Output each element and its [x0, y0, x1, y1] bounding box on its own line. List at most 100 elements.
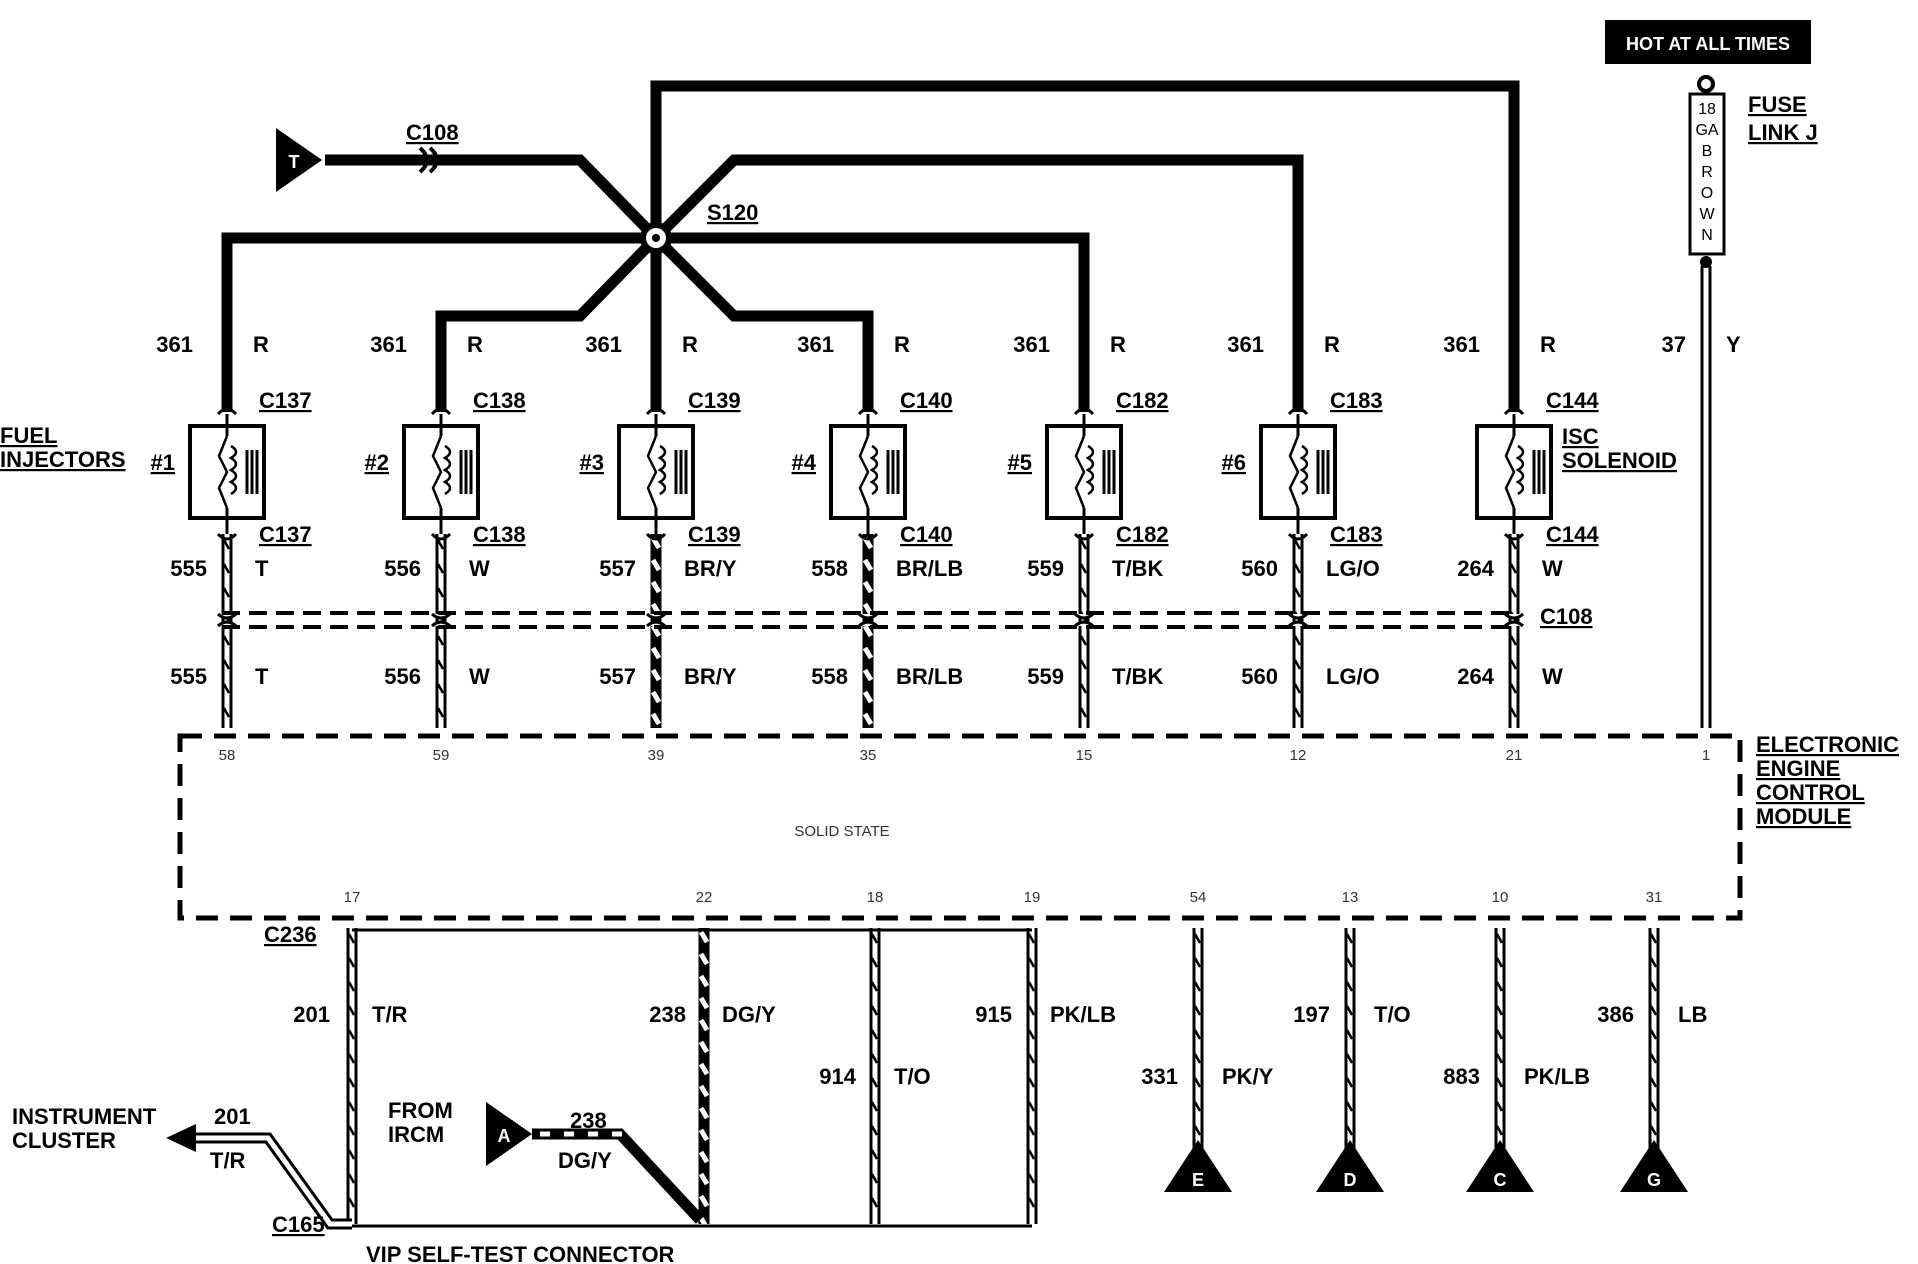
wire-914-tracer	[870, 957, 879, 968]
color-top-2: R	[682, 332, 698, 357]
fuse-label-2: LINK J	[1748, 120, 1818, 145]
color-914: T/O	[894, 1064, 931, 1089]
wire-238-tracer	[698, 952, 710, 966]
circuit-b-1: 556	[384, 664, 421, 689]
coil-body-2	[646, 435, 658, 509]
wire-201-tracer	[347, 981, 356, 992]
color-a-4: T/BK	[1112, 556, 1163, 581]
circuit-b-4: 559	[1027, 664, 1064, 689]
color-915: PK/LB	[1050, 1002, 1116, 1027]
color-197: T/O	[1374, 1002, 1411, 1027]
wire-386-tracer	[1649, 1053, 1658, 1064]
wire-915-tracer	[1027, 933, 1036, 944]
wire-557-tracer	[650, 580, 662, 594]
wire-197-tracer	[1345, 1005, 1354, 1016]
coil-winding-4	[1085, 444, 1095, 496]
wire-264-tracer	[1509, 659, 1518, 670]
coil-winding-0	[228, 444, 238, 496]
ecm-pin-bot-6: 10	[1492, 889, 1509, 906]
coil-body-4	[1074, 435, 1086, 509]
color-238: DG/Y	[722, 1002, 776, 1027]
label-isc: ISC	[1562, 424, 1599, 449]
terminal-C	[1466, 1140, 1534, 1192]
terminal-D-letter: D	[1344, 1170, 1357, 1190]
circuit-a-4: 559	[1027, 556, 1064, 581]
wire-558-tracer	[862, 558, 874, 572]
connector-c108-top-symbol	[418, 146, 439, 174]
color-b-0: T	[255, 664, 269, 689]
circuit-top-1: 361	[370, 332, 407, 357]
wire-386-tracer	[1649, 1005, 1658, 1016]
wire-915-tracer	[1027, 1101, 1036, 1112]
wire-556-tracer	[436, 563, 445, 574]
wire-264-tracer	[1509, 635, 1518, 646]
wire-559-tracer	[1079, 563, 1088, 574]
wire-201-tracer	[347, 1053, 356, 1064]
wire-555-tracer	[222, 659, 231, 670]
conn-bot-1: C138	[473, 522, 526, 547]
wire-557-tracer	[650, 690, 662, 704]
wire-914-tracer	[870, 1053, 879, 1064]
wire-331-tracer	[1193, 957, 1202, 968]
wire-559-tracer	[1079, 635, 1088, 646]
wire-883-tracer	[1495, 1101, 1504, 1112]
wire-559-tracer	[1079, 539, 1088, 550]
wire-201-tracer	[347, 1197, 356, 1208]
fuse-text-0: 18	[1698, 101, 1716, 118]
wire-560-tracer	[1293, 683, 1302, 694]
coil-body-1	[431, 435, 443, 509]
circuit-238: 238	[649, 1002, 686, 1027]
injector-tag-4: #5	[1008, 450, 1032, 475]
terminal-G-letter: G	[1647, 1170, 1661, 1190]
wire-331-tracer	[1193, 1101, 1202, 1112]
label-injectors: INJECTORS	[0, 447, 126, 472]
inline-c108-mark-6	[1504, 612, 1524, 628]
wire-264-tracer	[1509, 539, 1518, 550]
wire-557-tracer	[650, 646, 662, 660]
wire-883-tracer	[1495, 1125, 1504, 1136]
circuit-b-6: 264	[1457, 664, 1494, 689]
circuit-915: 915	[975, 1002, 1012, 1027]
wire-557-tracer	[650, 668, 662, 682]
cap-top-3	[857, 407, 879, 416]
fuse-text-4: O	[1701, 185, 1713, 202]
wire-915-tracer	[1027, 981, 1036, 992]
cap-top-6	[1503, 407, 1525, 416]
color-a-1: W	[469, 556, 490, 581]
ecm-pin-bot-4: 54	[1190, 889, 1207, 906]
circuit-331: 331	[1141, 1064, 1178, 1089]
color-b-4: T/BK	[1112, 664, 1163, 689]
color-37: Y	[1726, 332, 1741, 357]
wire-555-tracer	[222, 707, 231, 718]
wire-201-tracer	[347, 1029, 356, 1040]
color-top-6: R	[1540, 332, 1556, 357]
splice-s120-center	[652, 234, 660, 242]
wire-556-tracer	[436, 659, 445, 670]
conn-bot-5: C183	[1330, 522, 1383, 547]
circuit-top-5: 361	[1227, 332, 1264, 357]
wire-201-tracer	[347, 1077, 356, 1088]
wire-559-tracer	[1079, 587, 1088, 598]
terminal-t-letter: T	[289, 152, 300, 172]
wire-558-tracer	[862, 668, 874, 682]
wire-560-tracer	[1293, 539, 1302, 550]
color-b-5: LG/O	[1326, 664, 1380, 689]
coil-winding-5	[1299, 444, 1309, 496]
connector-c236: C236	[264, 922, 317, 947]
circuit-a-1: 556	[384, 556, 421, 581]
wire-201-tracer	[347, 957, 356, 968]
wire-559-tracer	[1079, 659, 1088, 670]
inline-c108-mark-0	[217, 612, 237, 628]
wire-557-tracer	[650, 712, 662, 726]
wire-560-tracer	[1293, 707, 1302, 718]
fuse-label-1: FUSE	[1748, 92, 1807, 117]
wire-556-tracer	[436, 539, 445, 550]
color-a-2: BR/Y	[684, 556, 737, 581]
coil-winding-6	[1515, 444, 1525, 496]
injector-tag-0: #1	[151, 450, 175, 475]
wire-558-tracer	[862, 580, 874, 594]
wire-361-c108	[325, 154, 660, 242]
color-top-5: R	[1324, 332, 1340, 357]
wire-555-tracer	[222, 563, 231, 574]
